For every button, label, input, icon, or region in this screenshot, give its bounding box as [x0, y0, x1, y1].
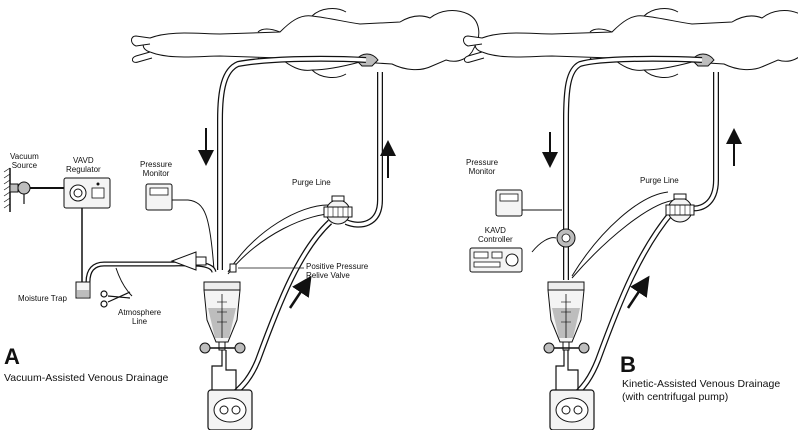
panel-a — [3, 8, 480, 430]
label-vacuum-source-line2: Source — [11, 161, 38, 170]
label-purge-line-a: Purge Line — [292, 178, 331, 187]
panel-b-caption-line1: Kinetic-Assisted Venous Drainage — [622, 378, 781, 390]
label-kavd-line2: Controller — [478, 235, 513, 244]
patient-outline-a — [131, 8, 480, 78]
arterial-line-b — [689, 72, 719, 212]
label-vavd-line2: Regulator — [66, 165, 101, 174]
label-pressure-monitor-b: Pressure Monitor — [466, 158, 498, 176]
label-ppr-line1: Positive Pressure — [306, 262, 369, 271]
label-pm-b-line2: Monitor — [468, 167, 496, 176]
flow-arrow-diag-a — [288, 275, 312, 309]
panel-b-letter: B — [620, 352, 636, 377]
label-vavd-line1: VAVD — [73, 156, 94, 165]
clamp-icon — [100, 290, 131, 308]
vacuum-flow-arrow — [170, 251, 197, 271]
label-vavd-regulator: VAVD Regulator — [66, 156, 101, 174]
label-kavd-line1: KAVD — [484, 226, 506, 235]
label-ppr-valve: Positive Pressure Relive Valve — [306, 262, 368, 280]
label-pm-a-line2: Monitor — [142, 169, 170, 178]
label-atm-line1: Atmosphere — [118, 308, 162, 317]
label-kavd-controller: KAVD Controller — [478, 226, 513, 244]
label-pressure-monitor-a: Pressure Monitor — [140, 160, 172, 178]
flow-arrow-diag-b — [626, 275, 650, 309]
panel-b-caption-line2: (with centrifugal pump) — [622, 391, 729, 403]
panel-a-caption: Vacuum-Assisted Venous Drainage — [4, 372, 169, 384]
label-ppr-line2: Relive Valve — [306, 271, 350, 280]
label-pm-b-line1: Pressure — [466, 158, 499, 167]
label-vacuum-source: Vacuum Source — [10, 152, 39, 170]
roller-pump-a — [207, 389, 253, 430]
label-vacuum-source-line1: Vacuum — [10, 152, 39, 161]
arterial-line-a — [344, 72, 383, 228]
label-atm-line2: Line — [132, 317, 148, 326]
venous-line-a — [217, 55, 367, 270]
label-atmosphere-line: Atmosphere Line — [118, 308, 161, 326]
label-moisture-trap: Moisture Trap — [18, 294, 67, 303]
patient-outline-b — [463, 8, 798, 78]
label-pm-a-line1: Pressure — [140, 160, 173, 169]
label-purge-line-b: Purge Line — [640, 176, 679, 185]
panel-b — [463, 8, 798, 430]
panel-a-letter: A — [4, 344, 20, 369]
vacuum-source — [17, 181, 31, 195]
roller-pump-b — [549, 389, 595, 430]
panel-b-caption: Kinetic-Assisted Venous Drainage (with c… — [622, 378, 780, 404]
